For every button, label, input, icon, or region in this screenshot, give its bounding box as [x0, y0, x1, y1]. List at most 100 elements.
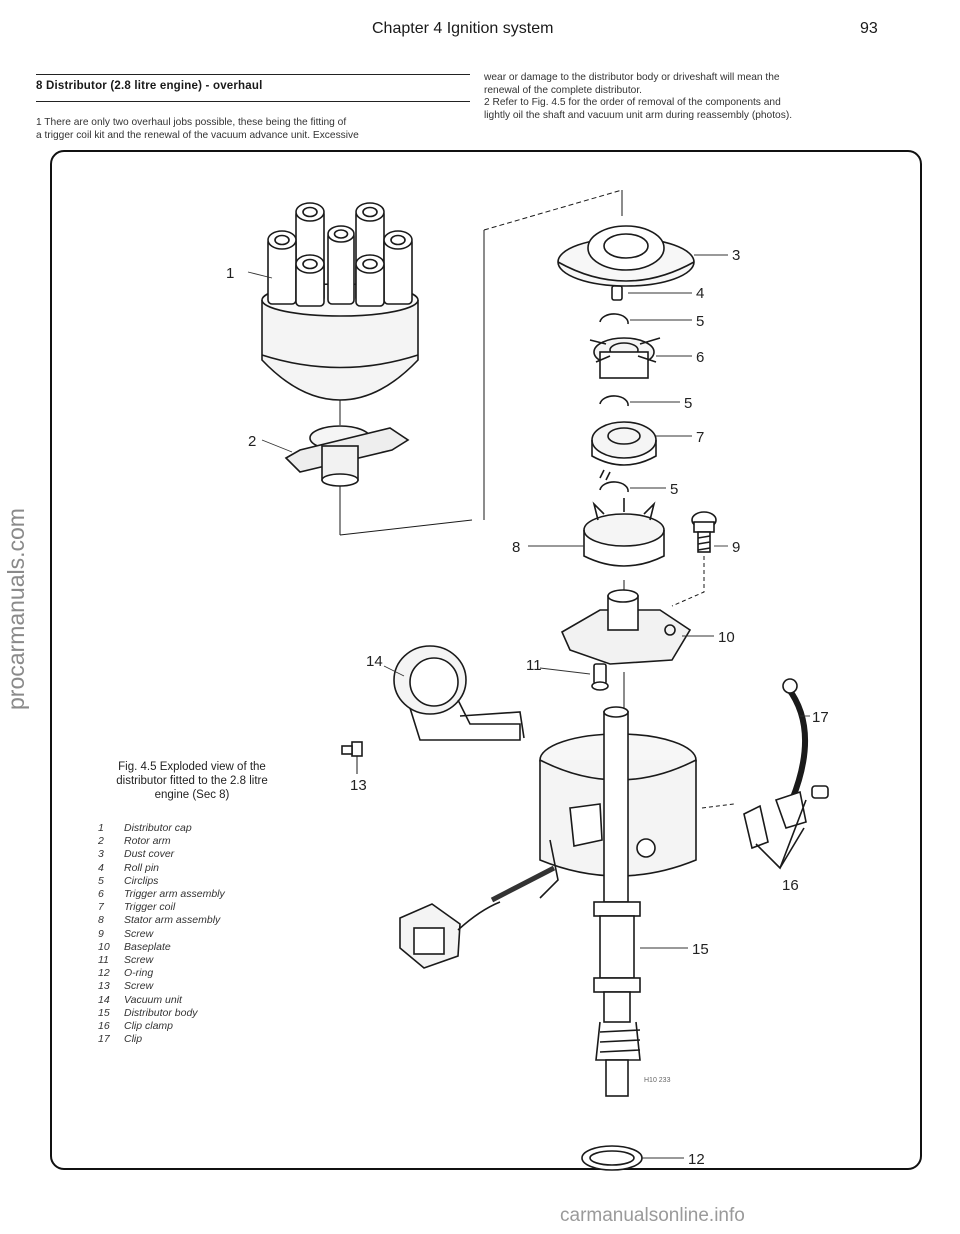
stator-arm-drawing [583, 498, 665, 567]
legend-item: 2 Rotor arm [98, 835, 225, 848]
legend-item: 6 Trigger arm assembly [98, 888, 225, 901]
paragraph-line: 1 There are only two overhaul jobs possi… [36, 117, 347, 128]
running-head: Chapter 4 Ignition system 93 [0, 20, 960, 50]
drawing-code: H10 233 [644, 1077, 671, 1084]
legend-label: Distributor body [124, 1006, 198, 1019]
trigger-coil-drawing [591, 421, 657, 481]
legend-item: 15 Distributor body [98, 1007, 225, 1020]
legend-number: 1 [98, 822, 104, 834]
legend-item: 13 Screw [98, 980, 225, 993]
part-label-10: 10 [718, 629, 735, 646]
paragraph-line: renewal of the complete distributor. [484, 84, 642, 96]
legend-label: Trigger arm assembly [124, 888, 225, 901]
legend-number: 6 [98, 888, 104, 901]
part-label-14: 14 [366, 653, 383, 670]
legend-number: 4 [98, 861, 104, 874]
legend-item: 7 Trigger coil [98, 901, 225, 914]
part-label-13: 13 [350, 777, 367, 794]
legend-label: Clip [124, 1033, 143, 1046]
clip-clamp-drawing [743, 785, 829, 870]
legend-label: O-ring [124, 967, 154, 980]
paragraph-line: lightly oil the shaft and vacuum unit ar… [484, 109, 793, 121]
legend-number: 7 [98, 901, 104, 914]
legend-item: 10 Baseplate [98, 941, 225, 954]
legend-label: Dust cover [124, 848, 175, 861]
legend-number: 3 [98, 848, 104, 861]
distributor-cap-drawing [261, 202, 419, 401]
legend-item: 5 Circlips [98, 875, 225, 888]
part-label-16: 16 [782, 877, 799, 894]
paragraph-line: a trigger coil kit and the renewal of th… [36, 129, 359, 141]
rotor-arm-drawing [284, 400, 473, 536]
screw-drawing [691, 511, 717, 553]
caption-line: engine (Sec 8) [154, 789, 230, 801]
legend-label: Rotor arm [124, 835, 171, 848]
connector-drawing [399, 901, 501, 969]
legend-label: Vacuum unit [124, 993, 182, 1006]
legend-item: 9 Screw [98, 928, 225, 941]
page-number: 93 [860, 20, 878, 37]
legend-label: Trigger coil [124, 901, 176, 914]
clip-drawing [785, 686, 808, 802]
roll-pin-drawing [611, 285, 623, 301]
legend-number: 9 [98, 927, 104, 940]
heading-rule-top [36, 74, 470, 75]
part-label-15: 15 [692, 941, 709, 958]
side-watermark: procarmanuals.com [3, 508, 29, 710]
legend-number: 17 [98, 1033, 110, 1046]
o-ring-drawing [581, 1145, 643, 1171]
side-watermark-text: procarmanuals.com [3, 508, 29, 710]
part-label-5a: 5 [696, 313, 704, 330]
part-label-5c: 5 [670, 481, 678, 498]
figure-frame [50, 150, 922, 1170]
distributor-body-drawing [490, 706, 697, 1097]
vacuum-unit-drawing [393, 645, 525, 741]
circlip-drawing [599, 481, 629, 493]
text-column-left: 1 There are only two overhaul jobs possi… [36, 117, 359, 142]
part-label-4: 4 [696, 285, 704, 302]
part-label-17: 17 [812, 709, 829, 726]
part-label-3: 3 [732, 247, 740, 264]
paragraph-line: 2 Refer to Fig. 4.5 for the order of rem… [484, 97, 781, 108]
legend-item: 17 Clip [98, 1033, 225, 1046]
part-label-9: 9 [732, 539, 740, 556]
figure-legend: 1 Distributor cap 2 Rotor arm 3 Dust cover 4 Ro… [98, 822, 225, 1046]
legend-number: 11 [98, 954, 109, 967]
legend-label: Stator arm assembly [124, 914, 221, 927]
legend-item: 4 Roll pin [98, 862, 225, 875]
legend-label: Distributor cap [124, 822, 192, 834]
legend-label: Baseplate [124, 940, 171, 953]
screw-drawing [591, 663, 609, 691]
chapter-title: Chapter 4 Ignition system [372, 20, 554, 37]
legend-number: 5 [98, 874, 104, 887]
legend-item: 1 Distributor cap [98, 822, 225, 835]
part-label-11: 11 [526, 657, 542, 674]
heading-rule-bottom [36, 101, 470, 102]
trigger-arm-drawing [589, 337, 661, 379]
legend-number: 15 [98, 1006, 110, 1019]
legend-label: Screw [124, 927, 154, 940]
legend-label: Screw [124, 980, 154, 993]
legend-label: Circlips [124, 874, 159, 887]
part-label-6: 6 [696, 349, 704, 366]
screw-drawing [341, 741, 363, 757]
circlip-drawing [599, 395, 629, 407]
legend-label: Roll pin [124, 861, 160, 874]
section-heading: 8 Distributor (2.8 litre engine) - overh… [36, 80, 263, 92]
legend-number: 10 [98, 940, 110, 953]
legend-number: 13 [98, 980, 110, 993]
circlip-drawing [599, 313, 629, 325]
figure-caption: Fig. 4.5 Exploded view of the distributo… [62, 760, 322, 802]
legend-number: 2 [98, 835, 104, 848]
part-label-1: 1 [226, 265, 234, 282]
text-column-right: wear or damage to the distributor body o… [484, 72, 792, 122]
part-label-5b: 5 [684, 395, 692, 412]
bottom-watermark: carmanualsonline.info [560, 1205, 745, 1226]
paragraph-line: wear or damage to the distributor body o… [484, 72, 780, 83]
part-label-8: 8 [512, 539, 520, 556]
legend-label: Screw [124, 954, 154, 967]
